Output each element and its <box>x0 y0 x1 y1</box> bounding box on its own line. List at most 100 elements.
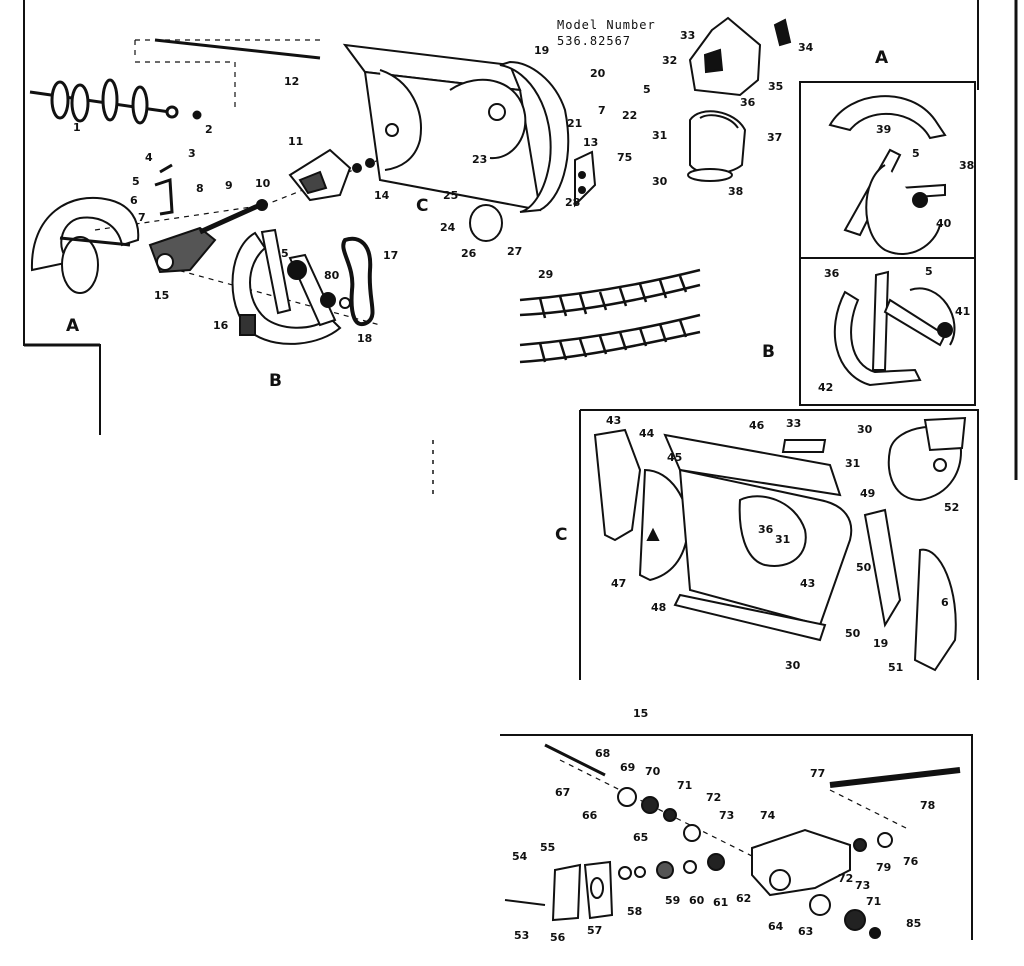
part-label: 72 <box>706 791 722 804</box>
part-label: 85 <box>906 917 922 930</box>
part-label: 5 <box>132 175 140 188</box>
part-label: 47 <box>611 577 627 590</box>
part-label: 33 <box>786 417 802 430</box>
panel-b-title: B <box>762 342 775 362</box>
part-label: 34 <box>798 41 814 54</box>
section-label-b: B <box>269 371 282 391</box>
panel-c-title: C <box>555 525 568 545</box>
part-label: 10 <box>255 177 271 190</box>
part-label: 66 <box>582 809 598 822</box>
auger-1 <box>29 78 202 125</box>
part-label: 22 <box>622 109 638 122</box>
auger-housing-c <box>342 43 570 213</box>
part-label: 19 <box>534 44 550 57</box>
panel-a-title: A <box>875 48 889 68</box>
part-label: 3 <box>188 147 196 160</box>
part-label: 2 <box>205 123 213 136</box>
part-label: 77 <box>810 767 826 780</box>
part-label: 21 <box>567 117 583 130</box>
part-label: 74 <box>760 809 776 822</box>
part-label: 5 <box>281 247 289 260</box>
part-label: 12 <box>284 75 300 88</box>
part-label: 51 <box>888 661 904 674</box>
part-label: 38 <box>728 185 744 198</box>
bracket-6 <box>154 163 174 216</box>
part-label: 35 <box>768 80 784 93</box>
part-label: 71 <box>677 779 693 792</box>
part-label: 58 <box>627 905 643 918</box>
part-label: 29 <box>538 268 554 281</box>
part-label: 73 <box>855 879 871 892</box>
part-label: 30 <box>857 423 873 436</box>
part-label: 54 <box>512 850 528 863</box>
skid-shoe-28 <box>574 150 597 208</box>
part-label: 69 <box>620 761 636 774</box>
part-label: 67 <box>555 786 571 799</box>
part-label: 13 <box>583 136 599 149</box>
part-label: 36 <box>740 96 756 109</box>
part-label: 68 <box>595 747 611 760</box>
part-label: 50 <box>845 627 861 640</box>
disc-26 <box>469 204 503 242</box>
part-label: 28 <box>565 196 581 209</box>
part-label: 42 <box>818 381 834 394</box>
part-label: 49 <box>860 487 876 500</box>
part-label: 45 <box>667 451 683 464</box>
part-label: 41 <box>955 305 971 318</box>
part-label: 59 <box>665 894 681 907</box>
part-label: 57 <box>587 924 603 937</box>
part-label: 80 <box>324 269 340 282</box>
part-label: 50 <box>856 561 872 574</box>
part-label: 6 <box>130 194 138 207</box>
part-label: 16 <box>213 319 229 332</box>
part-label: 5 <box>925 265 933 278</box>
belt-17 <box>341 236 375 326</box>
part-label: 36 <box>824 267 840 280</box>
part-label: 39 <box>876 123 892 136</box>
part-label: 78 <box>920 799 936 812</box>
part-label: 44 <box>639 427 655 440</box>
part-label: 8 <box>196 182 204 195</box>
part-label: 48 <box>651 601 667 614</box>
part-label: 79 <box>876 861 892 874</box>
part-label: 64 <box>768 920 784 933</box>
gearbox-panel-drawing <box>504 743 961 939</box>
part-label: 24 <box>440 221 456 234</box>
part-label: 30 <box>652 175 668 188</box>
part-label: 26 <box>461 247 477 260</box>
panel-a-drawing <box>828 95 947 255</box>
gearbox-15 <box>148 199 268 274</box>
part-label: 52 <box>944 501 960 514</box>
part-label: 31 <box>652 129 668 142</box>
part-label: 70 <box>645 765 661 778</box>
part-label: 43 <box>606 414 622 427</box>
model-number: 536.82567 <box>557 34 632 48</box>
model-heading: Model Number <box>557 18 656 32</box>
part-label: 71 <box>866 895 882 908</box>
part-label: 46 <box>749 419 765 432</box>
discharge-chute <box>687 16 792 182</box>
part-label: 25 <box>443 189 459 202</box>
tire-chains-29 <box>519 268 701 364</box>
part-label: 5 <box>912 147 920 160</box>
side-panel-b-main <box>231 228 351 345</box>
part-label: 9 <box>225 179 233 192</box>
part-label: 38 <box>959 159 975 172</box>
part-label: 18 <box>357 332 373 345</box>
part-label: 36 <box>758 523 774 536</box>
part-label: 1 <box>73 121 81 134</box>
part-label: 76 <box>903 855 919 868</box>
part-label: 14 <box>374 189 390 202</box>
part-label: 4 <box>145 151 153 164</box>
part-label: 31 <box>845 457 861 470</box>
panel-b-drawing <box>833 270 956 387</box>
part-label: 5 <box>643 83 651 96</box>
section-label-a: A <box>66 316 80 336</box>
part-label: 30 <box>785 659 801 672</box>
part-label: 56 <box>550 931 566 944</box>
part-label: 19 <box>873 637 889 650</box>
part-label: 32 <box>662 54 678 67</box>
side-panel-a-left <box>30 196 140 294</box>
